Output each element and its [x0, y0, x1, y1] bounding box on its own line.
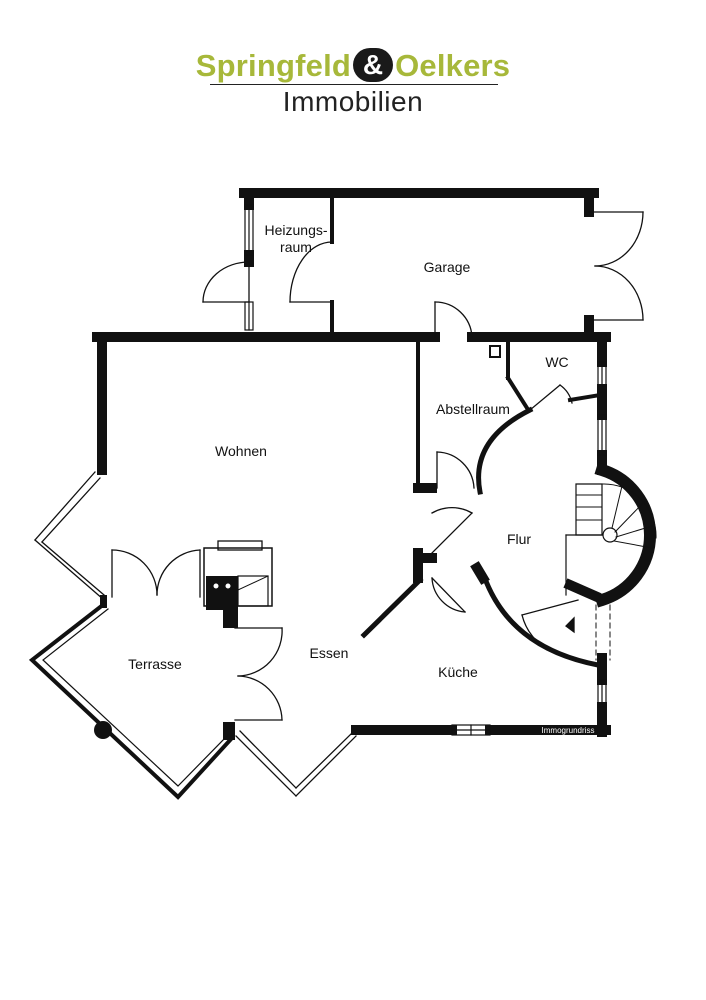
label-essen: Essen: [310, 645, 349, 661]
label-kueche: Küche: [438, 664, 478, 680]
flur-curved-wall: [476, 406, 601, 668]
door-garage-house: [434, 301, 473, 338]
window-wohnen-west: [34, 471, 105, 601]
door-heizungsraum-garage: [289, 241, 333, 303]
fireplace: [203, 540, 273, 628]
logo-divider: [210, 84, 498, 85]
window-heizungsraum-top: [244, 204, 254, 256]
door-wc: [529, 384, 573, 411]
window-kueche-south: [451, 724, 491, 736]
brand-name-left: Springfeld: [195, 48, 352, 83]
brand-subtitle: Immobilien: [282, 86, 424, 117]
window-flur: [597, 414, 607, 456]
door-garage-gate: [588, 211, 644, 321]
logo: Springfeld&Oelkers Immobilien: [0, 40, 706, 130]
door-abstellraum: [436, 451, 475, 489]
brand-name: Springfeld&Oelkers: [0, 48, 706, 84]
door-wohnen-flur: [431, 506, 473, 554]
label-wohnen: Wohnen: [215, 443, 267, 459]
label-terrasse: Terrasse: [128, 656, 182, 672]
brand-name-right: Oelkers: [395, 48, 511, 83]
entrance-canopy: [595, 604, 611, 661]
ampersand-badge: &: [353, 48, 394, 82]
door-flur-kueche: [431, 577, 466, 613]
label-heizungsraum-line2: raum: [280, 239, 312, 255]
window-kueche-east: [597, 679, 607, 708]
door-heizungsraum-exterior: [202, 261, 250, 303]
label-wc: WC: [545, 354, 568, 370]
label-garage: Garage: [424, 259, 471, 275]
door-entrance: [521, 599, 579, 656]
door-terrasse-right: [234, 627, 283, 721]
terrace-railing: [28, 601, 235, 800]
window-heizungsraum-bottom: [244, 301, 254, 331]
window-essen-south: [235, 730, 357, 797]
label-heizungsraum-line1: Heizungs-: [264, 222, 327, 238]
spiral-staircase: [563, 462, 657, 608]
window-wc: [597, 361, 607, 390]
house-walls: [92, 332, 611, 740]
label-flur: Flur: [507, 531, 531, 547]
garage-walls: [239, 188, 599, 335]
label-abstellraum: Abstellraum: [436, 401, 510, 417]
door-terrasse-top: [111, 549, 201, 598]
credit-immogrundriss: Immogrundriss: [542, 726, 595, 735]
